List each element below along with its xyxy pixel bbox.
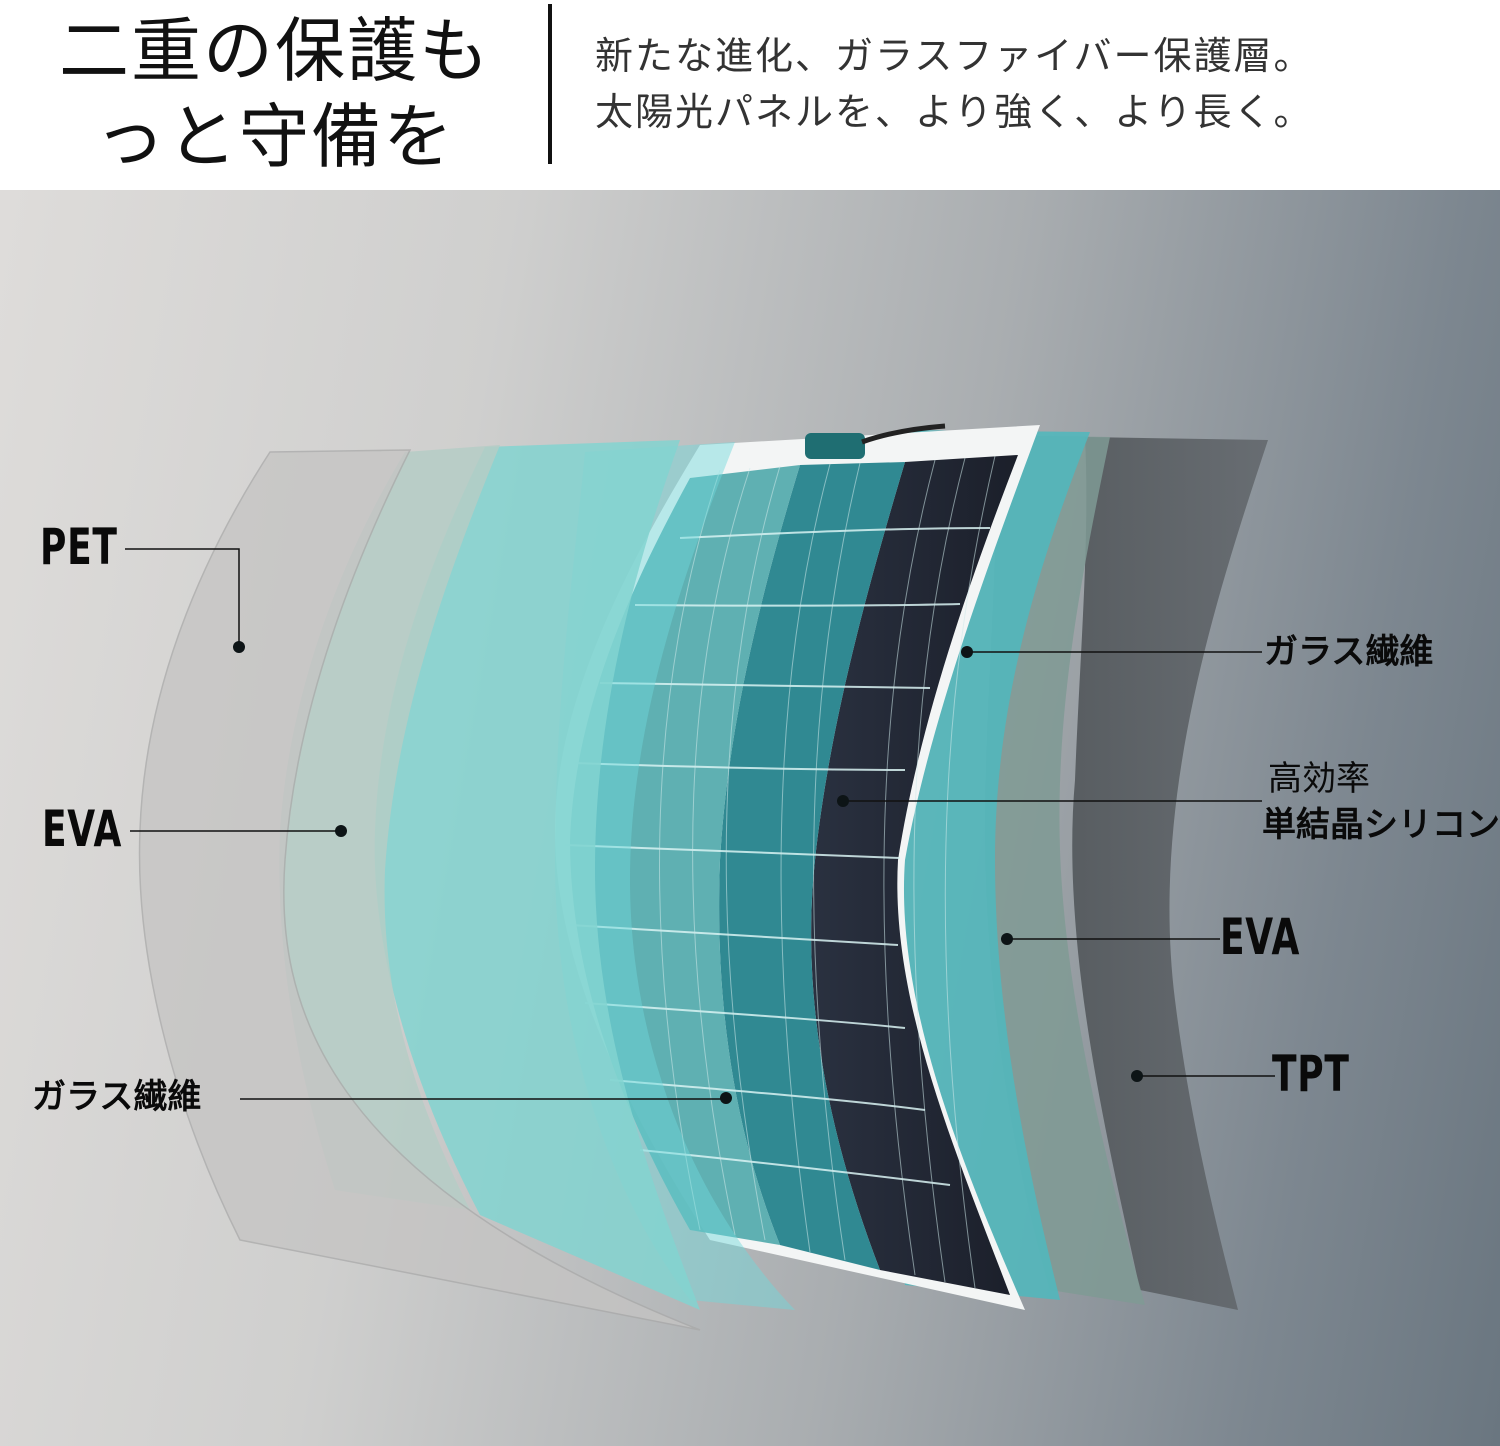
label-glass-fiber-right: ガラス繊維	[1264, 632, 1434, 672]
vertical-divider	[548, 4, 552, 164]
headline-line-2: っと守備を	[95, 96, 455, 178]
light-teal-cells	[570, 465, 800, 1245]
teal-cells	[719, 462, 905, 1270]
mono-silicon-cells	[811, 455, 1018, 1295]
junction-box	[805, 433, 865, 459]
label-mono-silicon-line2: 単結晶シリコン	[1262, 805, 1500, 845]
label-glass-fiber-left: ガラス繊維	[32, 1077, 202, 1117]
callout-dots	[233, 641, 1143, 1104]
solar-panel-layers-illustration	[125, 423, 1275, 1331]
callout-leaders	[125, 548, 1275, 1100]
subheadline-line-2: 太陽光パネルを、より強く、より長く。	[595, 90, 1314, 134]
eva-front-layer	[279, 445, 500, 1210]
cable	[861, 423, 946, 445]
pet-layer	[138, 449, 701, 1331]
tpt-layer	[1072, 437, 1268, 1310]
subheadline-line-1: 新たな進化、ガラスファイバー保護層。	[595, 34, 1314, 78]
headline: 二重の保護も っと守備を	[40, 8, 510, 180]
label-eva-right: EVA	[1220, 908, 1301, 966]
label-mono-silicon-line1: 高効率	[1268, 759, 1370, 799]
header: 二重の保護も っと守備を 新たな進化、ガラスファイバー保護層。 太陽光パネルを、…	[0, 0, 1500, 190]
cell-grid	[564, 527, 991, 1186]
label-tpt: TPT	[1272, 1045, 1350, 1103]
label-eva-left: EVA	[42, 800, 123, 858]
cell-strings	[659, 455, 996, 1289]
label-pet: PET	[40, 518, 118, 576]
subheadline: 新たな進化、ガラスファイバー保護層。 太陽光パネルを、より強く、より長く。	[595, 28, 1313, 140]
headline-line-1: 二重の保護も	[59, 10, 491, 92]
glass-fiber-left-layer	[374, 440, 700, 1310]
layer-diagram	[0, 190, 1500, 1446]
